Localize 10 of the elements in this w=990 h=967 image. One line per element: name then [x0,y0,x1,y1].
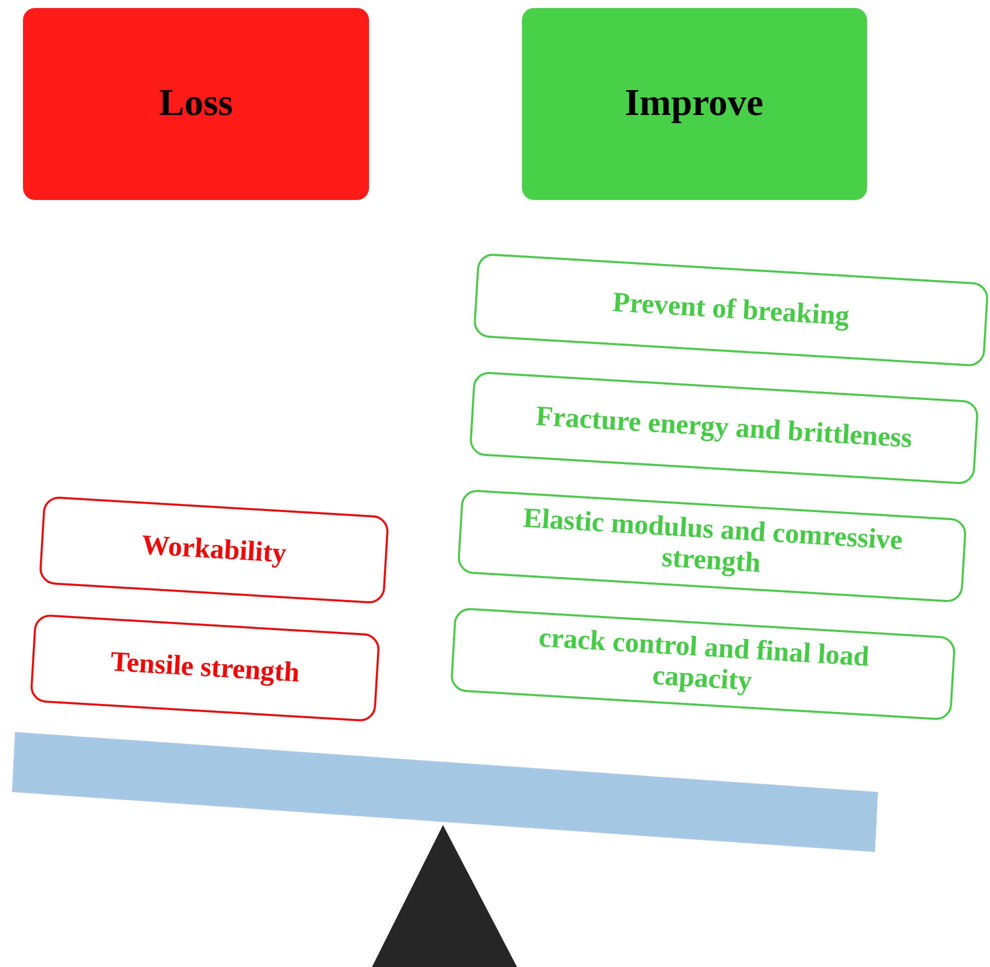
category-box [522,8,866,200]
property-label: Tensile strength [110,647,300,689]
property-label: crack control and final load capacity [536,621,872,699]
category-title: Improve [624,83,764,125]
category-title: Loss [159,83,233,125]
category-box [23,8,369,200]
property-label: Prevent of breaking [612,288,850,332]
property-label: Elastic modulus and comressive strength [521,502,904,581]
property-label: Fracture energy and brittleness [535,401,913,455]
property-label: Workability [140,530,288,570]
